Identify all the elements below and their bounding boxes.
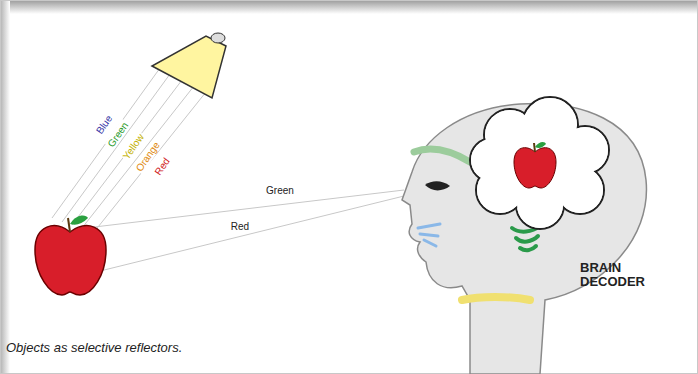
brain-label: BRAIN DECODER [579,261,661,290]
thought-cloud [470,97,609,229]
ray-label: Green [265,185,295,196]
lamp [152,33,226,98]
apple [35,216,106,295]
reflected-rays [86,190,404,272]
ray-label: Red [230,221,250,232]
caption: Objects as selective reflectors. [6,341,182,355]
frame-shade [0,0,10,374]
head [402,104,646,374]
frame-shade [0,0,698,14]
light-beams [52,68,206,232]
beam-label: Red [152,155,173,178]
